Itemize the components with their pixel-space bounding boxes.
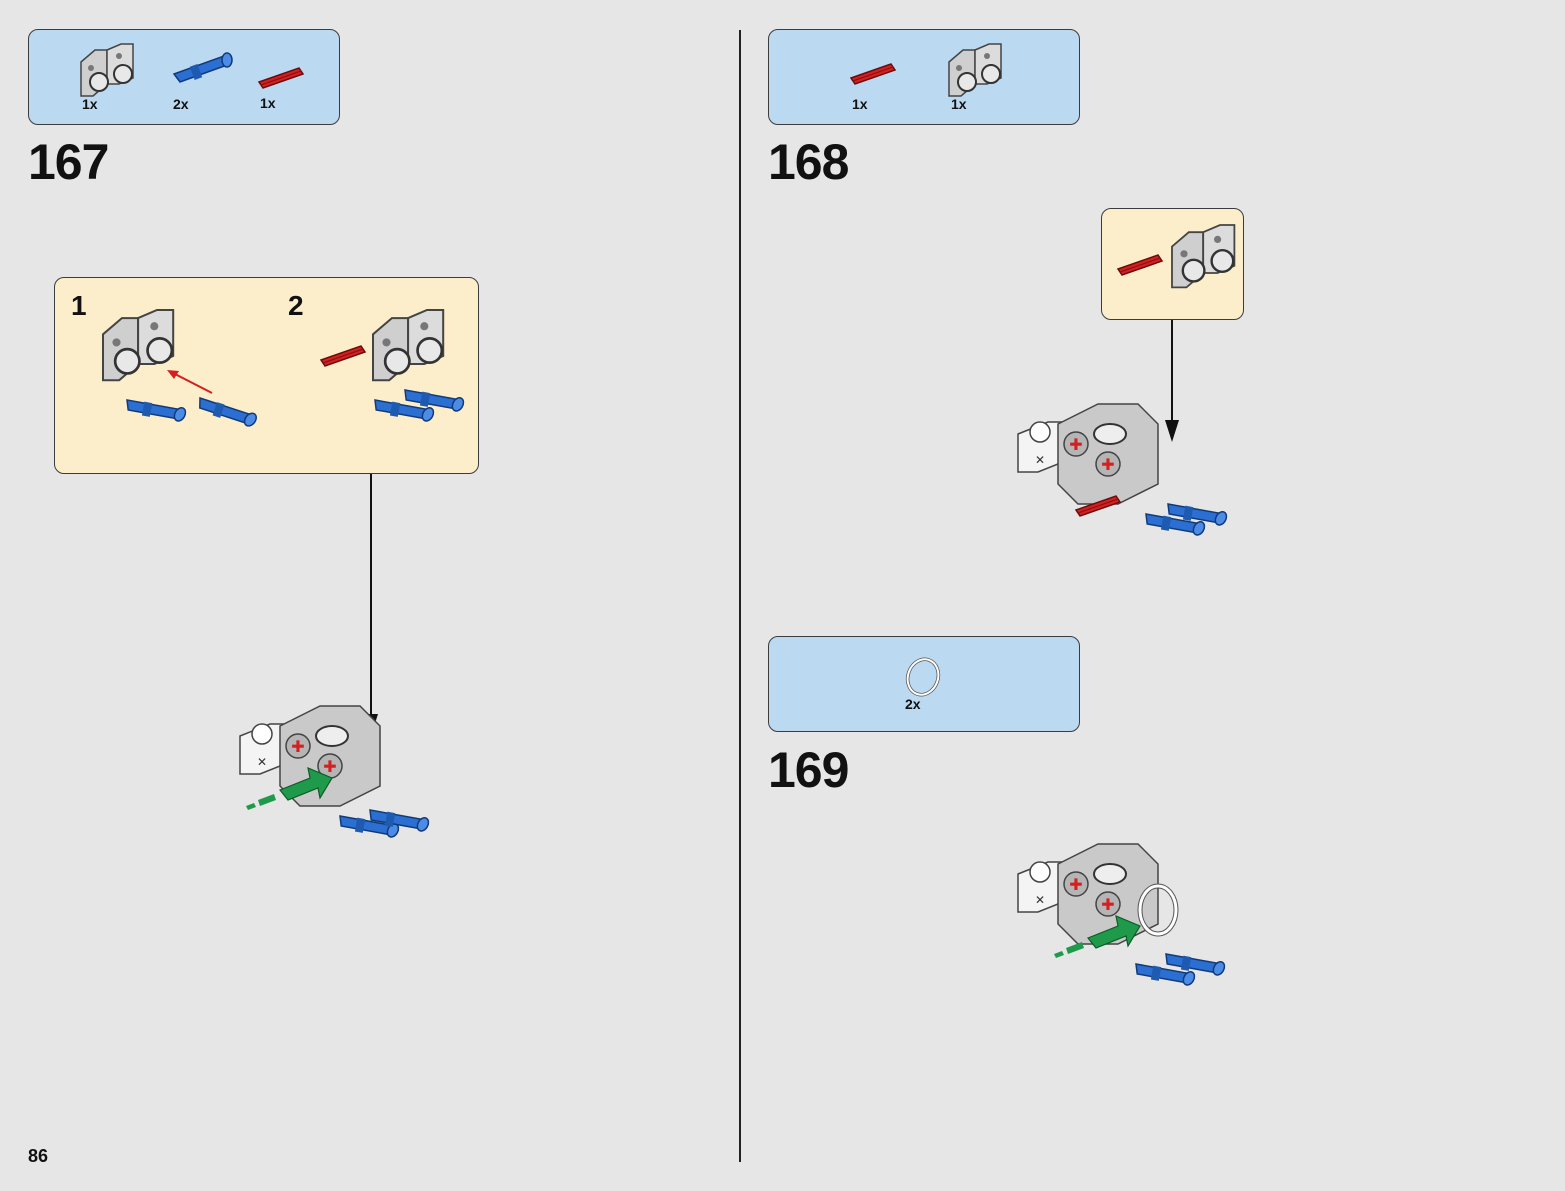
blue-pin-icon [200, 388, 280, 468]
part-qty: 2x [905, 696, 921, 712]
step-169-assembly [1018, 844, 1208, 984]
step-number: 168 [768, 137, 848, 187]
part-qty: 1x [951, 96, 967, 112]
part-qty: 1x [82, 96, 98, 112]
step-167-assembly [240, 706, 420, 846]
step-168-parts-box: 1x 1x [768, 29, 1080, 125]
substep-number: 1 [71, 290, 87, 322]
red-arrow-icon [167, 368, 217, 398]
step-168-subassembly-box [1101, 208, 1244, 320]
gray-double-connector-icon [1172, 225, 1242, 305]
step-number: 167 [28, 137, 108, 187]
gray-double-connector-icon [81, 44, 133, 96]
substep-number: 2 [288, 290, 304, 322]
step-169-parts-box: 2x [768, 636, 1080, 732]
page-number: 86 [28, 1146, 48, 1167]
part-qty: 2x [173, 96, 189, 112]
step-168-assembly [1018, 404, 1208, 544]
red-axle-icon [851, 72, 901, 96]
gray-double-connector-icon [949, 44, 1001, 96]
part-qty: 1x [260, 95, 276, 111]
step-167-arrow [364, 474, 380, 744]
step-167-parts-box: 1x 2x 1x [28, 29, 340, 125]
blue-pin-icon [405, 360, 465, 400]
part-qty: 1x [852, 96, 868, 112]
red-axle-icon [1118, 249, 1178, 289]
page-divider [739, 30, 741, 1162]
step-167-subassembly-box: 1 2 [54, 277, 479, 474]
step-number: 169 [768, 745, 848, 795]
red-axle-icon [321, 338, 381, 378]
